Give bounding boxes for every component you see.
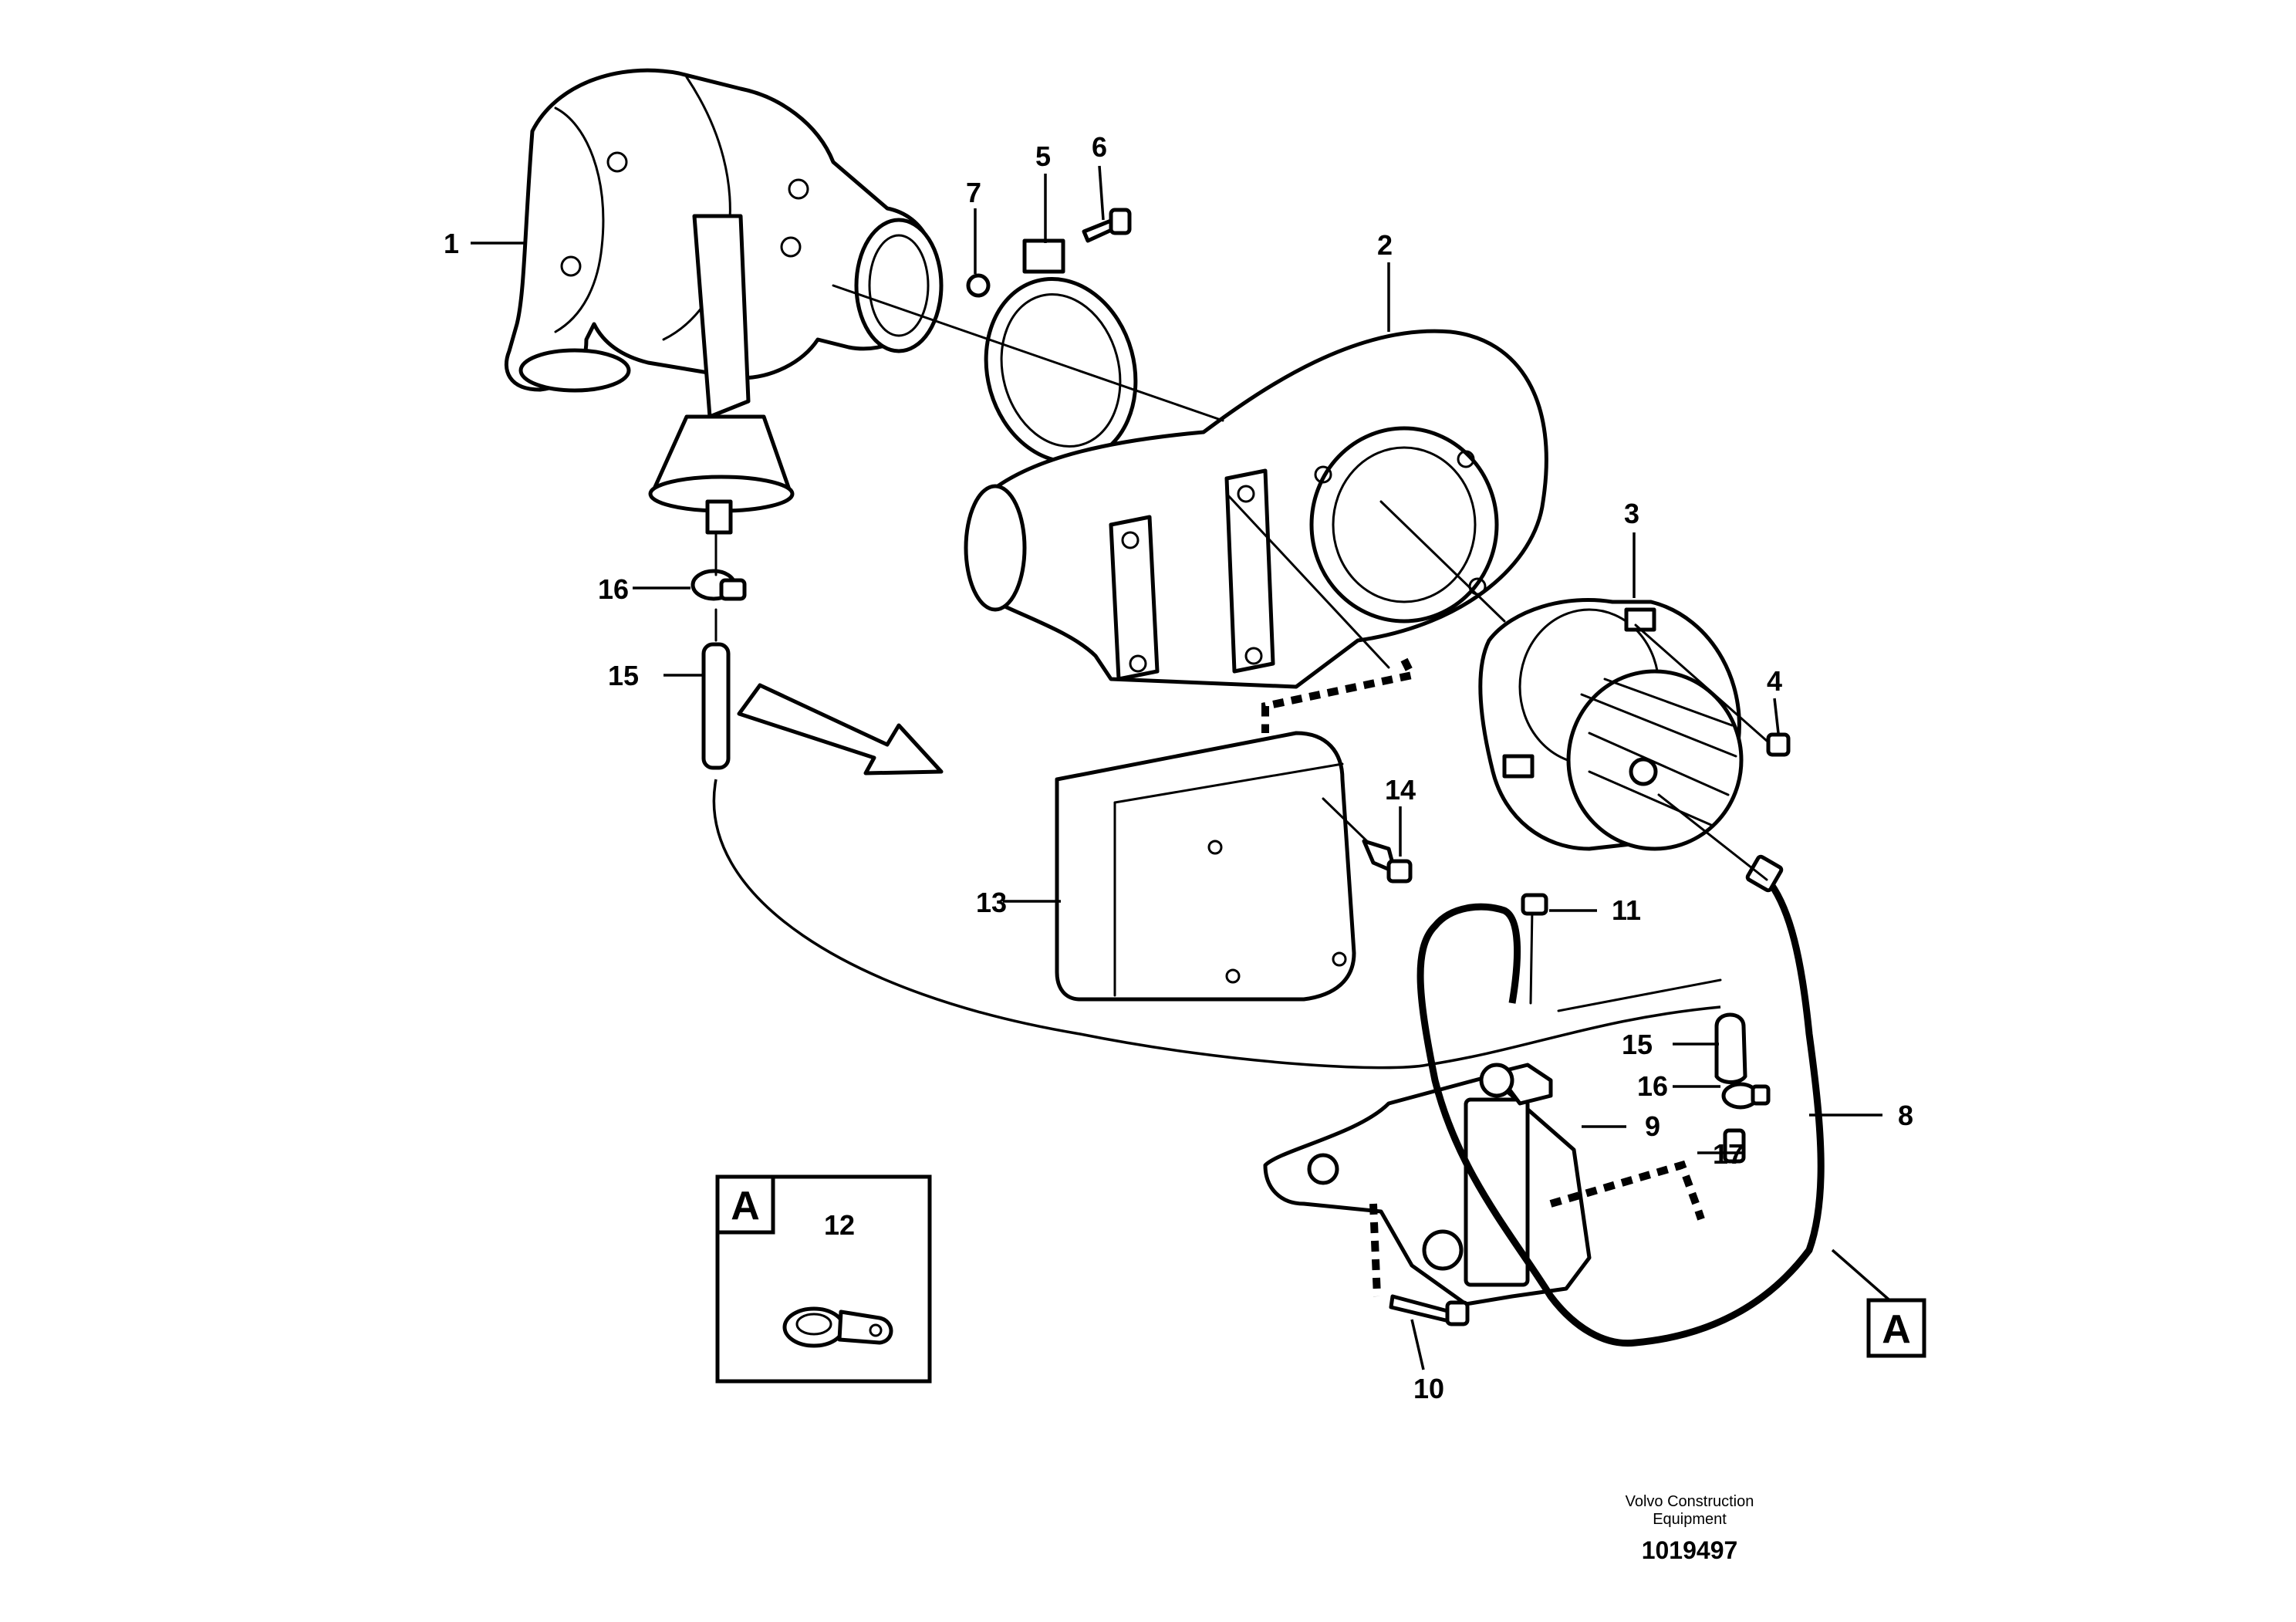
callout-3: 3 xyxy=(1624,498,1639,529)
callout-5: 5 xyxy=(1035,140,1051,172)
heat-shield-part-13 xyxy=(1055,731,1356,1002)
pipe-part-8 xyxy=(1416,854,1825,1347)
valve-part-9 xyxy=(1263,1063,1592,1306)
callout-10: 10 xyxy=(1413,1373,1444,1404)
screw-part-11 xyxy=(1521,893,1548,1005)
callout-16-upper: 16 xyxy=(598,573,629,605)
hose-part-15-upper xyxy=(701,642,731,770)
callout-15-upper: 15 xyxy=(608,660,639,691)
callout-labels: 1 2 3 4 5 6 7 8 9 10 11 13 14 15 15 16 1… xyxy=(444,131,1913,1404)
screw-part-4 xyxy=(1634,623,1791,757)
callout-9: 9 xyxy=(1645,1110,1660,1142)
callout-11: 11 xyxy=(1612,894,1641,926)
generator-part-3 xyxy=(1478,598,1744,851)
footer: Volvo Construction Equipment 1019497 xyxy=(1626,1493,1754,1564)
leader-lines xyxy=(471,165,1896,1370)
callout-6: 6 xyxy=(1092,131,1107,163)
callout-14: 14 xyxy=(1385,774,1416,806)
callout-1: 1 xyxy=(444,228,459,259)
callout-8: 8 xyxy=(1898,1100,1913,1131)
callout-4: 4 xyxy=(1767,665,1782,697)
callout-13: 13 xyxy=(976,887,1007,918)
callout-17: 17 xyxy=(1713,1138,1744,1170)
direction-arrow xyxy=(737,683,944,776)
detail-box-a: A 12 xyxy=(715,1174,932,1384)
callout-7: 7 xyxy=(966,177,981,208)
hose-route-line xyxy=(712,779,1721,1070)
screw-part-6 xyxy=(1082,208,1132,243)
assembly-guide-lines xyxy=(714,284,1768,1012)
hose-part-15 xyxy=(1714,1012,1747,1084)
callout-2: 2 xyxy=(1377,229,1393,261)
callout-12: 12 xyxy=(824,1209,855,1241)
drawing-number: 1019497 xyxy=(1642,1536,1738,1564)
company-name-line2: Equipment xyxy=(1653,1511,1727,1528)
detail-reference-a: A xyxy=(1866,1298,1926,1358)
screw-part-14 xyxy=(1322,797,1413,884)
hose-clamp-part-16 xyxy=(1721,1082,1771,1110)
turbocharger-part-1 xyxy=(504,68,944,535)
callout-15-lower: 15 xyxy=(1622,1029,1653,1060)
hose-clamp-part-16-upper xyxy=(690,569,747,601)
pipe-clamp-part-12 xyxy=(782,1306,893,1348)
nut-part-7 xyxy=(966,273,991,298)
assembly-dashed-lines xyxy=(1261,657,1705,1297)
detail-reference-letter: A xyxy=(1882,1307,1911,1352)
detail-box-letter: A xyxy=(731,1184,760,1228)
screw-part-10 xyxy=(1389,1294,1470,1326)
callout-16-lower: 16 xyxy=(1637,1070,1668,1102)
company-name-line1: Volvo Construction xyxy=(1626,1493,1754,1510)
